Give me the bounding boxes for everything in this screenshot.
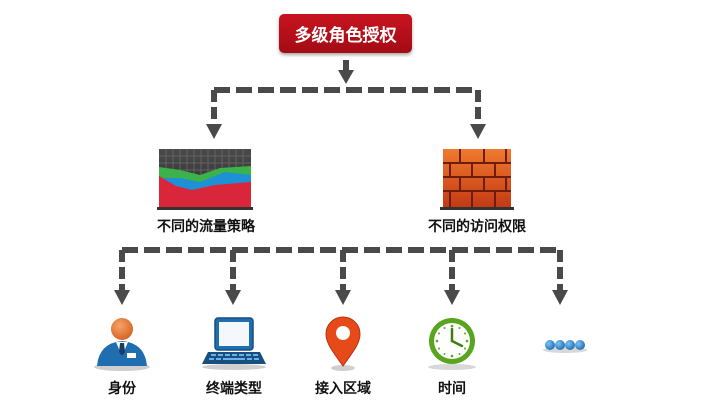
arrowhead-5	[552, 290, 568, 305]
brick-wall-icon	[440, 149, 514, 210]
arrowhead-left	[206, 124, 222, 139]
condition-label-identity: 身份	[108, 381, 136, 397]
condition-label-terminal-type: 终端类型	[206, 381, 262, 397]
user-avatar-icon	[94, 318, 150, 371]
arrowhead-2	[225, 290, 241, 305]
root-node: 多级角色授权	[279, 14, 412, 53]
branch-label-access-rights: 不同的访问权限	[428, 219, 526, 235]
laptop-icon	[202, 317, 266, 370]
arrowhead-1	[114, 290, 130, 305]
arrowhead-3	[335, 290, 351, 305]
connector-lines	[119, 60, 563, 291]
arrowhead-root	[338, 70, 354, 84]
arrowhead-4	[444, 290, 460, 305]
ellipsis-dots-icon	[543, 340, 587, 353]
arrowhead-right	[470, 124, 486, 139]
branch-label-traffic-policy: 不同的流量策略	[157, 219, 255, 235]
area-chart-icon	[157, 149, 253, 210]
condition-label-time: 时间	[438, 381, 466, 397]
location-pin-icon	[325, 316, 361, 371]
arrowheads	[114, 70, 568, 305]
root-node-label: 多级角色授权	[294, 26, 397, 46]
clock-icon	[428, 318, 476, 370]
condition-label-access-area: 接入区域	[315, 381, 371, 397]
